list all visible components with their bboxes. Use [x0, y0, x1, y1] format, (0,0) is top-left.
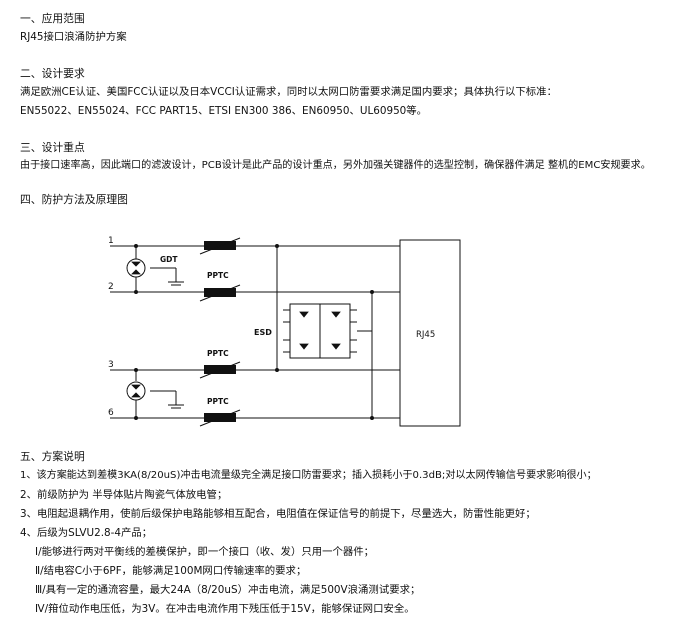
section-2-line-1: 满足欧洲CE认证、美国FCC认证以及日本VCCI认证需求，同时以太网口防雷要求满… — [20, 86, 557, 98]
surge-protection-schematic: 1 2 3 6 GDT PPTC PPTC PPTC ESD RJ45 — [108, 236, 461, 427]
gdt-label: GDT — [160, 255, 178, 264]
gdt-upper — [126, 246, 184, 292]
section-5-title: 五、方案说明 — [20, 450, 85, 463]
section-5-subitem-4: Ⅳ/箝位动作电压低，为3V。在冲击电流作用下残压低于15V，能够保证网口安全。 — [35, 603, 415, 615]
pin-label-1: 1 — [108, 236, 114, 246]
section-5-subitem-1: Ⅰ/能够进行两对平衡线的差模保护，即一个接口（收、发）只用一个器件； — [35, 546, 375, 558]
section-1-title: 一、应用范围 — [20, 12, 85, 25]
rj45-label: RJ45 — [416, 330, 435, 340]
section-2-title: 二、设计要求 — [20, 67, 85, 80]
pin-label-6: 6 — [108, 408, 114, 418]
section-1-text: RJ45接口浪涌防护方案 — [20, 31, 127, 43]
pin-label-3: 3 — [108, 360, 114, 370]
section-5-item-1: 1、该方案能达到差模3KA(8/20uS)冲击电流量级完全满足接口防雷要求；插入… — [20, 470, 597, 481]
pptc-label-upper-2: PPTC — [207, 271, 229, 280]
pptc-label-lower-3: PPTC — [207, 349, 229, 358]
pin-label-2: 2 — [108, 282, 114, 292]
esd-label: ESD — [254, 328, 272, 337]
section-3-title: 三、设计重点 — [20, 141, 85, 154]
section-5-item-2: 2、前级防护为 半导体贴片陶瓷气体放电管； — [20, 489, 228, 501]
section-5-subitem-2: Ⅱ/结电容C小于6PF，能够满足100M网口传输速率的要求； — [35, 565, 307, 577]
section-5-item-3: 3、电阻起退耦作用，使前后级保护电路能够相互配合，电阻值在保证信号的前提下，尽量… — [20, 508, 536, 520]
section-4-title: 四、防护方法及原理图 — [20, 193, 128, 206]
rj45-connector-box — [399, 239, 461, 427]
pptc-resistors — [199, 237, 241, 427]
section-3-text: 由于接口速率高，因此端口的滤波设计，PCB设计是此产品的设计重点，另外加强关键器… — [20, 160, 651, 171]
section-5-item-4: 4、后级为SLVU2.8-4产品； — [20, 527, 153, 539]
section-2-line-2: EN55022、EN55024、FCC PART15、ETSI EN300 38… — [20, 105, 428, 117]
section-5-subitem-3: Ⅲ/具有一定的通流容量，最大24A（8/20uS）冲击电流，满足500V浪涌测试… — [35, 584, 421, 596]
pptc-label-lower-6: PPTC — [207, 397, 229, 406]
